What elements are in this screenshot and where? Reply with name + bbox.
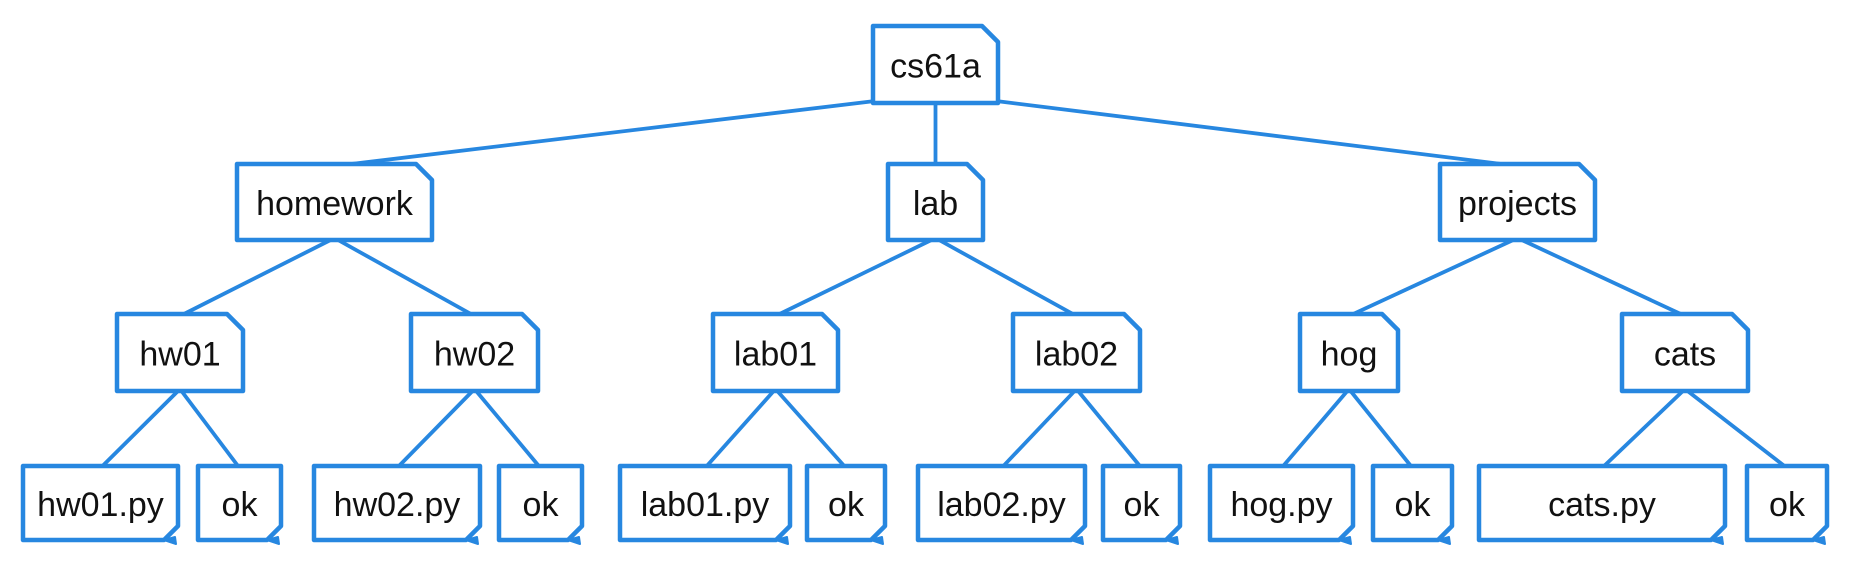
folder-shape-icon	[114, 311, 246, 394]
node-label-cats: cats	[1654, 336, 1716, 374]
file-shape-icon	[915, 463, 1088, 543]
node-label-ok-hw01: ok	[222, 486, 259, 524]
file-shape-icon	[1207, 463, 1356, 543]
file-shape-icon	[20, 463, 181, 543]
node-label-ok-lab01: ok	[828, 486, 865, 524]
node-label-lab01: lab01	[734, 336, 817, 374]
edge-hog-hog-py	[1280, 387, 1351, 470]
file-shape-icon	[1476, 463, 1728, 543]
node-label-hw01-py: hw01.py	[37, 486, 164, 524]
edge-hw02-hw02-py	[395, 387, 476, 470]
node-label-lab02: lab02	[1035, 336, 1118, 374]
node-label-homework: homework	[256, 185, 414, 223]
node-hog: hog	[1297, 311, 1401, 394]
node-homework: homework	[234, 161, 435, 243]
edge-homework-hw02	[333, 236, 476, 318]
node-ok-lab02: ok	[1100, 463, 1183, 545]
node-ok-lab01: ok	[804, 463, 888, 545]
file-shape-icon	[1100, 463, 1183, 543]
node-hw02-py: hw02.py	[311, 463, 483, 545]
node-lab01: lab01	[710, 311, 841, 394]
node-ok-hw02: ok	[496, 463, 585, 545]
node-ok-hw01: ok	[195, 463, 284, 545]
folder-shape-icon	[1437, 161, 1598, 243]
file-shape-icon	[804, 463, 888, 543]
folder-shape-icon	[234, 161, 435, 243]
node-label-ok-lab02: ok	[1124, 486, 1161, 524]
page-fold-icon	[1710, 536, 1724, 545]
page-fold-icon	[775, 536, 789, 545]
node-cats-py: cats.py	[1476, 463, 1728, 545]
file-shape-icon	[195, 463, 284, 543]
edge-hw01-ok-hw01	[178, 387, 242, 470]
file-shape-icon	[311, 463, 483, 543]
folder-shape-icon	[885, 161, 986, 243]
node-hw01-py: hw01.py	[20, 463, 181, 545]
edge-lab-lab01	[774, 236, 937, 318]
node-lab02: lab02	[1010, 311, 1143, 394]
folder-shape-icon	[1010, 311, 1143, 394]
edge-projects-hog	[1348, 236, 1519, 318]
page-fold-icon	[1812, 536, 1826, 545]
edge-projects-cats	[1516, 236, 1686, 318]
node-label-lab02-py: lab02.py	[937, 486, 1066, 524]
node-cs61a: cs61a	[870, 23, 1001, 106]
node-ok-hog: ok	[1370, 463, 1455, 545]
node-label-ok-hog: ok	[1395, 486, 1432, 524]
file-shape-icon	[496, 463, 585, 543]
file-shape-icon	[1744, 463, 1830, 543]
node-ok-cats: ok	[1744, 463, 1830, 545]
edge-lab-lab02	[934, 236, 1078, 318]
edge-lab02-lab02-py	[1000, 387, 1078, 470]
node-label-ok-hw02: ok	[523, 486, 560, 524]
node-label-lab: lab	[913, 185, 958, 223]
node-label-hog: hog	[1321, 336, 1378, 374]
edge-cats-ok-cats	[1683, 387, 1789, 470]
page-fold-icon	[1070, 536, 1084, 545]
edge-cats-cats-py	[1600, 387, 1687, 470]
node-label-hog-py: hog.py	[1230, 486, 1332, 524]
edge-lab01-lab01-py	[703, 387, 777, 470]
edge-hw01-hw01-py	[99, 387, 182, 470]
node-hog-py: hog.py	[1207, 463, 1356, 545]
node-lab01-py: lab01.py	[617, 463, 793, 545]
edge-homework-hw01	[179, 236, 336, 318]
node-projects: projects	[1437, 161, 1598, 243]
node-label-cats-py: cats.py	[1548, 486, 1656, 524]
node-label-lab01-py: lab01.py	[641, 486, 770, 524]
edge-cs61a-projects	[995, 99, 1518, 168]
page-fold-icon	[266, 536, 280, 545]
node-label-hw02: hw02	[434, 336, 515, 374]
folder-shape-icon	[408, 311, 541, 394]
node-label-cs61a: cs61a	[890, 48, 981, 86]
edge-lab01-ok-lab01	[774, 387, 848, 470]
edge-cs61a-homework	[334, 99, 876, 168]
folder-shape-icon	[870, 23, 1001, 106]
edge-hog-ok-hog	[1347, 387, 1414, 470]
edge-hw02-ok-hw02	[473, 387, 542, 470]
node-label-hw01: hw01	[139, 336, 220, 374]
file-shape-icon	[617, 463, 793, 543]
node-label-projects: projects	[1458, 185, 1577, 223]
node-lab: lab	[885, 161, 986, 243]
node-cats: cats	[1619, 311, 1751, 394]
node-label-ok-cats: ok	[1769, 486, 1806, 524]
edge-lab02-ok-lab02	[1075, 387, 1143, 470]
folder-shape-icon	[1619, 311, 1751, 394]
page-fold-icon	[870, 536, 884, 545]
node-hw01: hw01	[114, 311, 246, 394]
page-fold-icon	[1165, 536, 1179, 545]
page-fold-icon	[163, 536, 177, 545]
file-shape-icon	[1370, 463, 1455, 543]
node-hw02: hw02	[408, 311, 541, 394]
folder-shape-icon	[710, 311, 841, 394]
node-label-hw02-py: hw02.py	[334, 486, 461, 524]
page-fold-icon	[1437, 536, 1451, 545]
page-fold-icon	[1338, 536, 1352, 545]
page-fold-icon	[567, 536, 581, 545]
node-lab02-py: lab02.py	[915, 463, 1088, 545]
folder-shape-icon	[1297, 311, 1401, 394]
page-fold-icon	[465, 536, 479, 545]
